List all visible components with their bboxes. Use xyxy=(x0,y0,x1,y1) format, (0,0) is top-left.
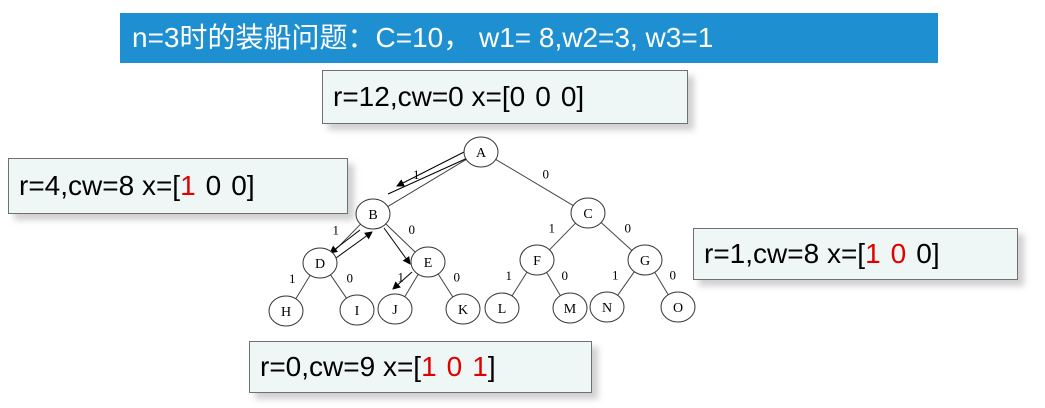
state-suffix: ] xyxy=(576,81,585,112)
state-x2: 0 xyxy=(205,170,222,201)
state-x2: 0 xyxy=(446,351,463,382)
tree-node-label: J xyxy=(392,303,398,318)
trace-arrow-down xyxy=(392,271,413,290)
tree-edge-B-E xyxy=(385,223,416,253)
trace-line-up xyxy=(387,155,473,195)
tree-node-label: M xyxy=(564,302,577,317)
tree-edge-G-O xyxy=(654,272,669,295)
edge-label: 0 xyxy=(347,271,354,286)
edge-label: 0 xyxy=(625,221,632,236)
tree-node-label: E xyxy=(424,256,433,271)
state-x3: 1 xyxy=(472,351,488,382)
state-x1: 0 xyxy=(509,81,526,112)
state-prefix: r=0,cw=9 x=[ xyxy=(260,351,422,382)
trace-arrow-down xyxy=(329,229,361,254)
tree-node-label: K xyxy=(458,303,468,318)
state-suffix: ] xyxy=(246,170,255,201)
state-x2: 0 xyxy=(535,81,551,112)
edge-label: 1 xyxy=(506,268,513,283)
tree-edges: 1 0 1 0 1 0 1 0 1 0 1 0 1 0 xyxy=(289,158,677,300)
tree-node-label: O xyxy=(673,301,683,316)
tree-nodes: A B C D E F G H I J K L M N O xyxy=(268,136,696,327)
state-suffix: ] xyxy=(931,238,940,269)
state-x2: 0 xyxy=(890,238,907,269)
tree-node-N: N xyxy=(589,291,625,323)
edge-label: 0 xyxy=(670,268,677,283)
edge-label: 0 xyxy=(543,167,550,182)
tree-node-H: H xyxy=(268,295,304,327)
tree-edge-A-C xyxy=(495,158,574,207)
tree-node-G: G xyxy=(627,244,663,276)
tree-node-C: C xyxy=(570,197,606,229)
tree-node-E: E xyxy=(410,246,446,278)
title-text: n=3时的装船问题：C=10， w1= 8,w2=3, w3=1 xyxy=(132,22,714,53)
tree-node-label: A xyxy=(476,146,487,161)
tree-node-O: O xyxy=(660,291,696,323)
tree-edge-E-J xyxy=(404,274,419,297)
state-x1: 1 xyxy=(865,238,881,269)
edge-label: 0 xyxy=(562,268,569,283)
tree-node-M: M xyxy=(552,292,588,324)
tree-edge-F-M xyxy=(546,272,561,296)
edge-label: 0 xyxy=(409,222,416,237)
tree-node-A: A xyxy=(463,136,499,168)
tree-edge-D-H xyxy=(295,274,311,300)
tree-node-label: G xyxy=(640,254,650,269)
edge-label: 1 xyxy=(413,167,420,182)
tree-edge-A-B xyxy=(387,159,467,207)
title-bar: n=3时的装船问题：C=10， w1= 8,w2=3, w3=1 xyxy=(120,13,938,63)
trace-arrow-down xyxy=(396,149,469,187)
state-x3: 0 xyxy=(231,170,247,201)
tree-node-label: D xyxy=(315,257,325,272)
search-trace-arrows xyxy=(329,149,473,290)
state-prefix: r=4,cw=8 x=[ xyxy=(19,170,181,201)
tree-node-F: F xyxy=(519,244,555,276)
tree-node-I: I xyxy=(339,294,375,326)
edge-label: 1 xyxy=(612,268,619,283)
tree-node-label: B xyxy=(368,208,377,223)
edge-label: 1 xyxy=(398,270,405,285)
state-x3: 0 xyxy=(560,81,577,112)
tree-node-D: D xyxy=(302,247,338,279)
state-x1: 1 xyxy=(180,170,196,201)
edge-label: 1 xyxy=(289,271,296,286)
tree-node-J: J xyxy=(377,293,413,325)
trace-arrow-down xyxy=(383,227,411,265)
tree-edge-D-I xyxy=(330,274,347,299)
tree-node-label: C xyxy=(583,207,592,222)
state-x3: 0 xyxy=(916,238,932,269)
tree-edge-G-N xyxy=(617,271,635,296)
trace-arrow-up xyxy=(335,231,373,259)
tree-node-L: L xyxy=(484,292,520,324)
tree-node-label: N xyxy=(602,301,612,316)
edge-label: 1 xyxy=(549,221,556,236)
state-suffix: ] xyxy=(487,351,496,382)
tree-node-label: L xyxy=(498,302,507,317)
tree-edge-F-L xyxy=(511,271,528,297)
state-prefix: r=12,cw=0 x=[ xyxy=(333,81,510,112)
tree-edge-E-K xyxy=(437,273,454,298)
edge-label: 1 xyxy=(333,223,340,238)
edge-label: 0 xyxy=(454,270,461,285)
tree-edge-C-G xyxy=(600,222,633,251)
state-prefix: r=1,cw=8 x=[ xyxy=(704,238,866,269)
tree-node-label: I xyxy=(355,304,360,319)
state-x1: 1 xyxy=(421,351,437,382)
tree-node-K: K xyxy=(445,293,481,325)
tree-node-label: F xyxy=(533,254,541,269)
tree-edge-C-F xyxy=(549,222,576,251)
tree-node-label: H xyxy=(281,305,291,320)
tree-node-B: B xyxy=(355,198,391,230)
